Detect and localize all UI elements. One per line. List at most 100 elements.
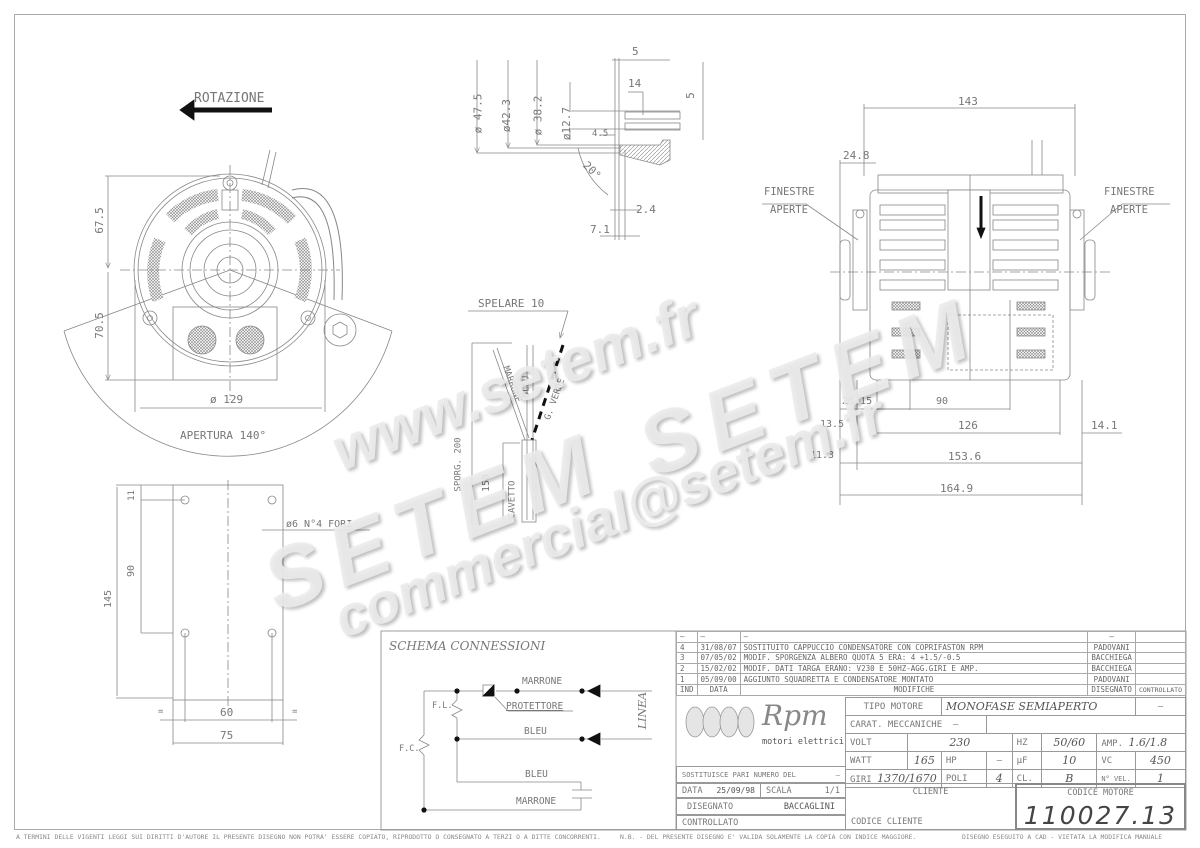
controllato-label: CONTROLLATO: [682, 817, 739, 828]
wiring-title: SCHEMA CONNESSIONI: [389, 639, 546, 653]
giri-value: 1370/1670: [877, 772, 937, 785]
rev-modification: MODIF. DATI TARGA ERANO: V230 E 50HZ-AGG…: [739, 662, 1089, 675]
revision-row: 3 07/05/02 MODIF. SPORGENZA ALBERO QUOTA…: [676, 652, 1187, 664]
tipo-extra: –: [1134, 697, 1187, 716]
dim-143: 143: [958, 95, 978, 108]
motor-spec-table: TIPO MOTORE MONOFASE SEMIAPERTO – CARAT.…: [845, 697, 1187, 788]
amp-value: 1.6/1.8: [1128, 736, 1168, 749]
codice-motore-label: CODICE MOTORE: [1067, 788, 1134, 798]
carat-label-text: CARAT. MECCANICHE: [850, 719, 943, 730]
cable-detail: [468, 310, 569, 525]
controllato-cell: CONTROLLATO: [676, 815, 846, 830]
uf-value: 10: [1041, 751, 1098, 770]
wiring-marrone-low: MARRONE: [516, 796, 557, 807]
opening-label: APERTURA 140°: [180, 429, 267, 442]
tipo-label: TIPO MOTORE: [845, 697, 942, 716]
rev-date: –: [696, 631, 741, 643]
codice-cliente-label: CODICE CLIENTE: [851, 817, 923, 827]
rev-date: 31/08/07: [696, 641, 741, 654]
dim-d47-5: ø 47.5: [471, 93, 485, 134]
hp-value: –: [985, 751, 1013, 770]
carat-value: –: [952, 719, 959, 730]
dim-5: 5: [632, 45, 639, 58]
wiring-protettore: PROTETTORE: [506, 701, 564, 712]
sostituisce-value: –: [835, 770, 840, 779]
rev-ind: –: [676, 631, 698, 643]
rev-date: 07/05/02: [696, 652, 741, 664]
vc-value: 450: [1134, 751, 1187, 770]
rev-drawn: BACCHIEGA: [1087, 652, 1136, 664]
scala-value: 1/1: [824, 785, 840, 796]
rev-header-drawn: DISEGNATO: [1087, 683, 1136, 696]
carat-label: CARAT. MECCANICHE –: [845, 715, 987, 734]
wiring-fc: F.C.: [399, 744, 420, 754]
rev-drawn: BACCHIEGA: [1087, 662, 1136, 675]
codice-motore-cell: CODICE MOTORE 110027.13: [1015, 783, 1186, 830]
sostituisce-cell: SOSTITUISCE PARI NUMERO DEL –: [676, 766, 846, 783]
dim-7-1: 7.1: [590, 223, 610, 236]
revision-table: – – – – 4 31/08/07 SOSTITUITO CAPPUCCIO …: [676, 631, 1187, 696]
revision-row: 1 05/09/00 AGGIUNTO SQUADRETTA E CONDENS…: [676, 673, 1187, 685]
rotation-label: ROTAZIONE: [194, 91, 265, 106]
vc-label: VC: [1096, 751, 1136, 770]
dim-d12-7: ø12.7: [560, 106, 574, 141]
window-right-line2: APERTE: [1110, 204, 1148, 216]
rev-modification: SOSTITUITO CAPPUCCIO CONDENSATORE CON CO…: [739, 641, 1089, 654]
volt-value: 230: [906, 733, 1013, 752]
dim-shaft-5: 5: [683, 92, 697, 99]
dim-11: 11: [126, 490, 137, 501]
rev-modification: AGGIUNTO SQUADRETTA E CONDENSATORE MONTA…: [739, 673, 1089, 685]
brand-subtitle: motori elettrici: [762, 737, 844, 747]
dim-67-5: 67.5: [92, 207, 106, 234]
dim-60: 60: [220, 706, 234, 719]
dim-4-5: 4.5: [592, 129, 609, 139]
dim-126: 126: [958, 419, 978, 432]
bracket-view: [116, 480, 370, 745]
rev-date: 15/02/02: [696, 662, 741, 675]
sostituisce-label: SOSTITUISCE PARI NUMERO DEL: [682, 770, 796, 779]
dim-13-5: 13.5: [820, 419, 845, 430]
cliente-label: CLIENTE: [912, 787, 949, 797]
dim-24-8: 24.8: [843, 149, 870, 162]
dim-2-4: 2.4: [636, 203, 656, 216]
codice-cliente-cell: CODICE CLIENTE: [845, 815, 1016, 830]
codice-motore-value: 110027.13: [1023, 801, 1178, 830]
rpm-logo-graphic: [685, 706, 755, 738]
dim-d42-3: ø42.3: [500, 98, 514, 133]
wiring-linea: LINEA: [636, 691, 650, 730]
drawing-frame: [14, 14, 1186, 830]
dim-153-6: 153.6: [948, 450, 982, 463]
wiring-fl: F.L.: [432, 701, 453, 711]
tipo-value: MONOFASE SEMIAPERTO: [940, 697, 1136, 716]
revision-row: 4 31/08/07 SOSTITUITO CAPPUCCIO CONDENSA…: [676, 641, 1187, 654]
wiring-bleu-mid: BLEU: [524, 726, 547, 737]
rev-header-mod: MODIFICHE: [739, 683, 1089, 696]
hz-value: 50/60: [1041, 733, 1098, 752]
rev-modification: –: [739, 631, 1089, 643]
disegnato-label: DISEGNATO: [687, 801, 734, 812]
footer-cad: DISEGNO ESEGUITO A CAD - VIETATA LA MODI…: [962, 833, 1163, 841]
data-label: DATA: [682, 785, 703, 796]
rev-ind: 1: [676, 673, 698, 685]
rev-checked: [1134, 662, 1187, 675]
strip-label: SPELARE 10: [478, 297, 545, 310]
window-right-line1: FINESTRE: [1104, 186, 1155, 198]
rev-ind: 3: [676, 652, 698, 664]
wiring-schema: [418, 684, 652, 813]
wiring-marrone-top: MARRONE: [522, 676, 563, 687]
dim-75: 75: [220, 729, 234, 742]
dim-70-5: 70.5: [92, 312, 106, 339]
hp-label: HP: [940, 751, 987, 770]
dim-26-15: 26.15: [842, 396, 873, 407]
rev-drawn: PADOVANI: [1087, 641, 1136, 654]
disegnato-cell: DISEGNATO BACCAGLINI: [676, 798, 846, 815]
footer-copyright: A TERMINI DELLE VIGENTI LEGGI SUI DIRITT…: [16, 833, 601, 841]
window-left-line1: FINESTRE: [764, 186, 815, 198]
dim-11-3: 11.3: [810, 450, 835, 461]
rev-header-checked: CONTROLLATO: [1134, 683, 1187, 696]
uf-label: µF: [1011, 751, 1043, 770]
rev-drawn: –: [1087, 631, 1136, 643]
rev-checked: [1134, 652, 1187, 664]
scala-label: SCALA: [766, 785, 792, 796]
eq-left: =: [158, 707, 164, 717]
